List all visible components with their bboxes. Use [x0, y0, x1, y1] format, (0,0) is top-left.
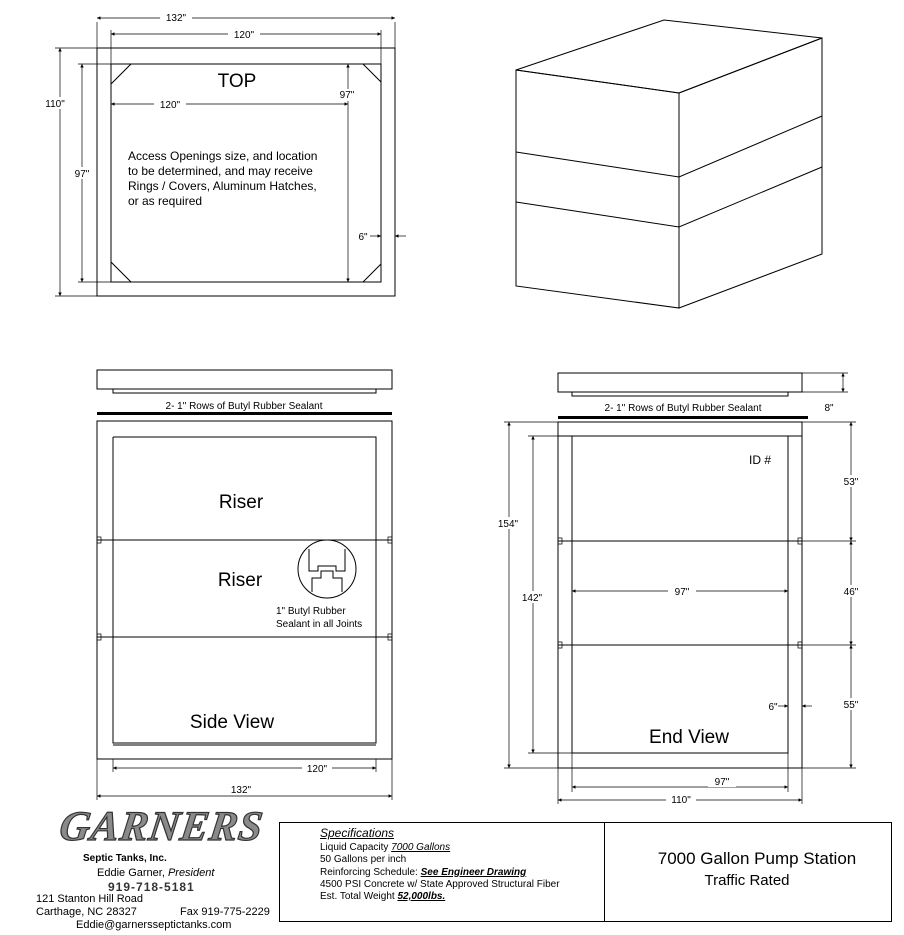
end-view-inner-height: 142": [522, 593, 543, 604]
spec-reinforcing-label: Reinforcing Schedule:: [320, 866, 421, 878]
end-view-total-height: 154": [498, 519, 519, 530]
company-phone: 919-718-5181: [108, 880, 195, 894]
company-president: Eddie Garner, President: [97, 867, 214, 879]
side-view: 2- 1" Rows of Butyl Rubber Sealant Riser…: [96, 369, 393, 800]
top-view-label: TOP: [218, 71, 257, 92]
side-view-inner-width: 120": [307, 764, 328, 775]
joint-detail-lower-key: [311, 570, 343, 592]
side-view-riser-2: Riser: [218, 570, 263, 591]
title-block-divider: [604, 822, 605, 922]
president-title: President: [167, 867, 215, 879]
isometric-view: [515, 19, 823, 309]
end-view-outer-width: 110": [671, 795, 691, 806]
spec-capacity-label: Liquid Capacity: [320, 842, 392, 854]
end-view-sealant-label: 2- 1" Rows of Butyl Rubber Sealant: [605, 403, 762, 414]
top-view-inner-width: 120": [234, 30, 255, 41]
end-view-lid: [557, 372, 803, 393]
end-view-segment-middle: 46": [844, 587, 859, 598]
spec-weight-label: Est. Total Weight: [320, 891, 398, 903]
end-view-segment-top: 53": [844, 477, 859, 488]
top-view-outer-wall: [96, 47, 396, 297]
end-view-segment-bottom: 55": [844, 700, 859, 711]
specifications: Specifications Liquid Capacity 7000 Gall…: [320, 827, 560, 903]
top-view-note-line-1: Access Openings size, and location: [128, 149, 317, 163]
joint-detail-upper-key: [308, 549, 346, 572]
spec-per-inch: 50 Gallons per inch: [320, 854, 407, 866]
top-view-opening-width: 120": [160, 100, 181, 111]
drawing-subtitle: Traffic Rated: [704, 872, 790, 889]
company-address-line-2: Carthage, NC 28327: [36, 906, 137, 918]
company-subtitle: Septic Tanks, Inc.: [83, 853, 167, 864]
top-view-note-line-2: to be determined, and may receive: [128, 164, 313, 178]
side-view-sealant-label: 2- 1" Rows of Butyl Rubber Sealant: [166, 401, 323, 412]
joint-note-line-2: Sealant in all Joints: [276, 619, 362, 630]
top-view-inner-depth: 97": [75, 169, 90, 180]
end-view-lid-height: 8": [824, 403, 834, 414]
side-view-label: Side View: [190, 712, 274, 733]
top-view-wall-thickness: 6": [358, 232, 368, 243]
top-view: 132" 120" 120" 110" 97" 97" 6" TOP Acces…: [42, 12, 406, 297]
spec-capacity-value: 7000 Gallons: [391, 842, 451, 854]
top-view-outer-depth: 110": [45, 99, 65, 110]
title-block-frame: [279, 822, 892, 922]
side-view-riser-1: Riser: [219, 492, 264, 513]
side-view-lid-lip: [112, 388, 377, 394]
top-view-outer-width: 132": [166, 13, 187, 24]
end-view-id-label: ID #: [749, 453, 771, 467]
side-view-lid: [96, 369, 393, 390]
joint-detail-circle: [297, 539, 357, 599]
top-view-note-line-4: or as required: [128, 194, 202, 208]
spec-concrete: 4500 PSI Concrete w/ State Approved Stru…: [320, 878, 560, 890]
spec-weight: Est. Total Weight 52,000lbs.: [320, 891, 560, 903]
end-view: 2- 1" Rows of Butyl Rubber Sealant 8" ID…: [494, 372, 864, 806]
end-view-label: End View: [649, 727, 729, 748]
top-view-inner-opening: [110, 63, 382, 283]
end-view-wall-thickness: 6": [768, 702, 778, 713]
joint-note-line-1: 1" Butyl Rubber: [276, 606, 346, 617]
company-address-line-1: 121 Stanton Hill Road: [36, 893, 144, 905]
end-view-inner-width: 97": [675, 587, 690, 598]
end-view-lid-lip: [571, 391, 789, 397]
side-view-outer-width: 132": [231, 785, 252, 796]
company-email[interactable]: Eddie@garnersseptictanks.com: [76, 919, 232, 931]
spec-weight-value: 52,000lbs.: [397, 891, 446, 903]
side-view-outer: [96, 420, 393, 760]
top-view-note-line-3: Rings / Covers, Aluminum Hatches,: [128, 179, 317, 193]
spec-reinforcing: Reinforcing Schedule: See Engineer Drawi…: [320, 867, 560, 879]
company-fax: Fax 919-775-2229: [180, 906, 270, 918]
president-name: Eddie Garner,: [97, 867, 168, 879]
garners-logo: GARNERS: [56, 803, 267, 850]
specifications-heading: Specifications: [320, 826, 395, 840]
end-view-sealant-bar: [558, 416, 808, 419]
top-view-inner-depth-right: 97": [340, 90, 355, 101]
spec-capacity: Liquid Capacity 7000 Gallons: [320, 842, 560, 854]
drawing-title: 7000 Gallon Pump Station: [657, 849, 857, 868]
side-view-sealant-bar: [97, 412, 392, 415]
end-view-outer: [557, 421, 803, 769]
end-view-bottom-inner-width: 97": [715, 777, 730, 788]
spec-reinforcing-value: See Engineer Drawing: [420, 866, 527, 878]
